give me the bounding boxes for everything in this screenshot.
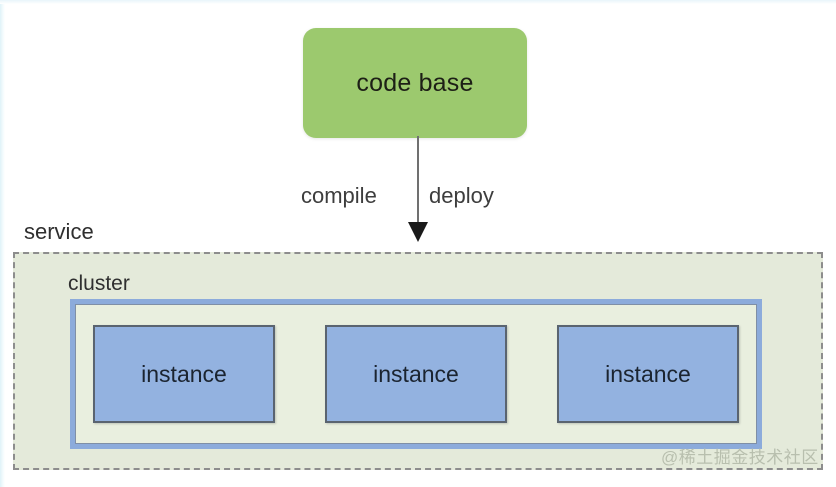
node-code-base[interactable]: code base xyxy=(303,28,527,138)
node-instance-label: instance xyxy=(605,360,691,387)
cluster-instances-row: instance instance instance xyxy=(75,304,757,444)
edge-label-compile: compile xyxy=(301,183,377,208)
arrow-down-icon xyxy=(403,136,433,246)
cluster-container[interactable]: instance instance instance xyxy=(70,299,762,449)
node-instance-label: instance xyxy=(141,360,227,387)
edge-label-deploy: deploy xyxy=(429,183,494,208)
left-edge-tint xyxy=(0,0,5,487)
node-instance[interactable]: instance xyxy=(93,325,275,423)
top-edge-tint xyxy=(0,0,836,4)
service-container-label: service xyxy=(24,219,94,244)
node-instance[interactable]: instance xyxy=(557,325,739,423)
node-instance[interactable]: instance xyxy=(325,325,507,423)
node-code-base-label: code base xyxy=(356,68,474,97)
node-instance-label: instance xyxy=(373,360,459,387)
watermark: @稀土掘金技术社区 xyxy=(661,448,819,467)
cluster-container-label: cluster xyxy=(68,272,130,295)
